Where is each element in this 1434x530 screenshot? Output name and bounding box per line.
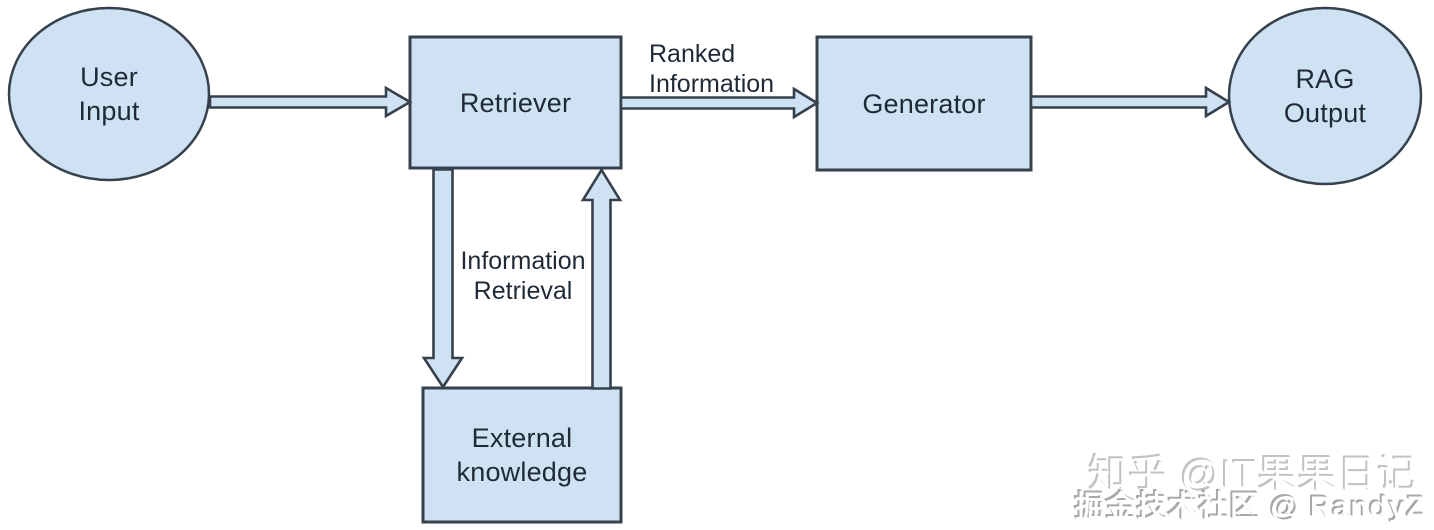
arrow-external-knowledge-to-retriever [580,167,623,390]
external-knowledge-node-shape [421,386,623,524]
information-retrieval-edge-label: Information Retrieval [440,246,606,306]
rag-output-label-line1: RAG [1295,64,1355,94]
user-input-node-label: User Input [9,8,209,180]
retriever-node-label: Retriever [410,37,621,168]
arrow-retriever-to-generator [619,86,820,120]
juejin-watermark: 掘金技术社区 @ RandyZ [1075,491,1426,524]
user-input-label-line2: Input [78,96,140,126]
arrow-user-input-to-retriever [208,85,413,119]
arrow-generator-to-rag-output [1029,85,1232,119]
external-knowledge-label-line1: External [471,423,573,453]
external-knowledge-label-line2: knowledge [456,457,588,487]
rag-output-label-line2: Output [1283,98,1367,128]
zhihu-watermark: 知乎 @IT果果日记 [1088,454,1418,497]
user-input-label-line1: User [80,62,138,92]
retriever-node-shape [408,35,623,170]
rag-output-node-shape [1227,6,1423,186]
information-retrieval-line1: Information [460,247,586,275]
ranked-information-edge-label: Ranked Information [649,39,774,99]
rag-output-node-label: RAG Output [1229,10,1421,182]
generator-label-text: Generator [862,88,986,119]
user-input-node-shape [7,6,211,182]
ranked-information-line2: Information [649,70,775,98]
ranked-information-line1: Ranked [649,40,736,68]
retriever-label-text: Retriever [459,87,572,118]
information-retrieval-line2: Retrieval [473,277,573,305]
external-knowledge-node-label: External knowledge [423,388,621,522]
generator-node-label: Generator [817,37,1031,170]
arrow-retriever-to-external-knowledge [421,168,465,390]
